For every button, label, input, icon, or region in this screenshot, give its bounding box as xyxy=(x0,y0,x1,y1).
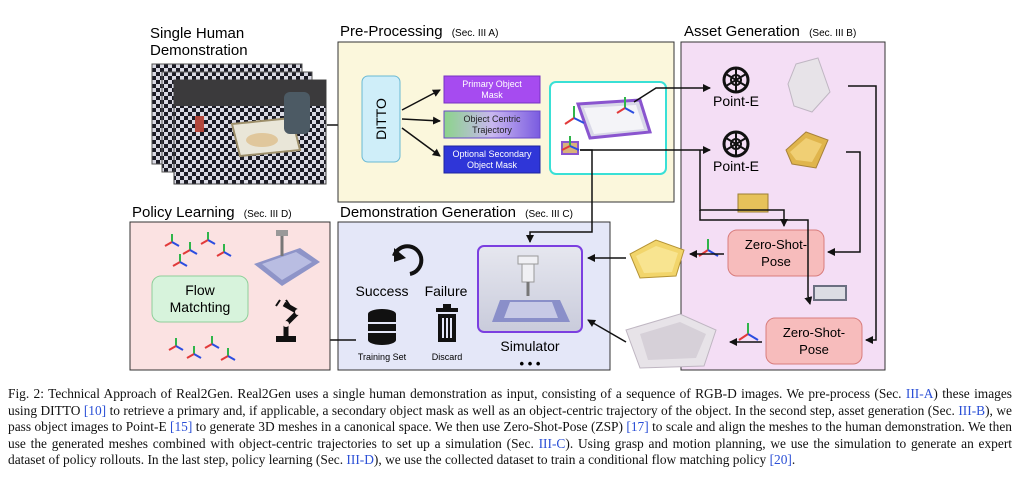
svg-text:Asset Generation (Sec. I: Asset Generation (Sec. III B) xyxy=(684,23,856,40)
point-cloud-image xyxy=(254,230,320,286)
input-demonstration: Single Human Demonstration xyxy=(150,25,327,185)
flow-line-1: Flow xyxy=(185,282,215,298)
object-centric-trajectory-box: Object Centric Trajectory xyxy=(443,110,541,139)
caption-link-sec-iii-b[interactable]: III-B xyxy=(958,402,986,418)
pose-1-line-2: Pose xyxy=(761,254,791,269)
simulator-view xyxy=(477,245,583,333)
failure-label: Failure xyxy=(425,283,468,299)
trajectory-line-2: Trajectory xyxy=(472,125,512,135)
generated-mesh-tray xyxy=(787,57,831,113)
asset-section: (Sec. III B) xyxy=(809,28,856,39)
flow-matching-box: Flow Matchting xyxy=(151,275,249,323)
training-set-label: Training Set xyxy=(358,352,407,362)
caption-text-5: to generate 3D meshes in a canonical spa… xyxy=(192,419,623,435)
secondary-object-mask-box: Optional Secondary Object Mask xyxy=(443,145,541,174)
pose-axes-icon-2 xyxy=(738,323,759,341)
primary-mask-line-2: Mask xyxy=(481,90,503,100)
demo-title: Demonstration Generation xyxy=(340,204,516,221)
zero-shot-pose-box-2: Zero-Shot- Pose xyxy=(765,317,863,365)
figure-caption: Fig. 2: Technical Approach of Real2Gen. … xyxy=(8,386,1012,469)
openai-logo-icon xyxy=(722,66,750,94)
caption-text-4: ), we pass object images to Point-E xyxy=(8,402,1012,435)
caption-text-8: ), we use the collected dataset to train… xyxy=(373,452,770,468)
pose-axes-cluster-icon xyxy=(164,232,232,267)
preprocessing-section: (Sec. III A) xyxy=(452,28,499,39)
policy-section: (Sec. III D) xyxy=(244,209,292,220)
trajectory-line-1: Object Centric xyxy=(463,114,521,124)
tray-input-image xyxy=(813,285,847,301)
pose-axes-icon xyxy=(698,239,719,257)
caption-link-sec-iii-c[interactable]: III-C xyxy=(538,435,566,451)
zero-shot-pose-box-1: Zero-Shot- Pose xyxy=(727,229,825,277)
svg-text:Policy Learning (Sec. II: Policy Learning (Sec. III D) xyxy=(132,204,292,221)
svg-text:Demonstration Generation: Demonstration Generation (Sec. III C) xyxy=(340,204,573,221)
preprocessing-output-visual xyxy=(549,81,667,175)
secondary-mask-line-2: Object Mask xyxy=(467,160,518,170)
aligned-sponge-mesh xyxy=(629,239,685,279)
demonstration-generation-panel: Demonstration Generation (Sec. III C) Su… xyxy=(337,204,611,371)
point-e-label-1: Point-E xyxy=(713,93,759,109)
caption-link-ref-10[interactable]: [10] xyxy=(80,402,107,418)
robot-arm-icon xyxy=(275,299,301,342)
caption-link-sec-iii-a[interactable]: III-A xyxy=(905,386,934,401)
flow-line-2: Matchting xyxy=(170,299,231,315)
ellipsis-dots: • • • xyxy=(520,356,541,371)
caption-text-7: ). Using grasp and motion planning, we u… xyxy=(8,435,1012,468)
caption-text-1: Fig. 2: Technical Approach of Real2Gen. … xyxy=(8,386,906,401)
simulator-label: Simulator xyxy=(500,338,559,354)
trash-icon xyxy=(436,304,458,342)
asset-generation-panel: Asset Generation (Sec. III B) Point-E Po… xyxy=(580,23,886,371)
input-label-line-2: Demonstration xyxy=(150,42,248,59)
caption-text-9: . xyxy=(791,452,796,468)
caption-text-2: ) these images using DITTO xyxy=(8,386,1012,418)
success-label: Success xyxy=(356,283,409,299)
caption-link-ref-20[interactable]: [20] xyxy=(769,452,792,468)
database-icon xyxy=(368,309,396,345)
policy-learning-panel: Policy Learning (Sec. III D) Flow Matcht… xyxy=(129,204,331,371)
demo-frame-3 xyxy=(173,79,327,185)
preprocessing-title: Pre-Processing xyxy=(340,23,443,40)
sponge-input-image xyxy=(737,193,769,213)
asset-title: Asset Generation xyxy=(684,23,800,40)
caption-link-sec-iii-d[interactable]: III-D xyxy=(346,452,374,468)
caption-text-6: to scale and align the meshes to the hum… xyxy=(8,419,1012,451)
input-label-line-1: Single Human xyxy=(150,25,244,42)
caption-text-3: to retrieve a primary and, if applicable… xyxy=(106,402,959,418)
preprocessing-panel: Pre-Processing (Sec. III A) DITTO Primar… xyxy=(337,23,675,203)
pose-axes-cluster-icon-2 xyxy=(168,336,236,361)
svg-text:Pre-Processing (Sec. III: Pre-Processing (Sec. III A) xyxy=(340,23,498,40)
point-e-label-2: Point-E xyxy=(713,158,759,174)
secondary-mask-line-1: Optional Secondary xyxy=(452,149,532,159)
caption-link-ref-15[interactable]: [15] xyxy=(170,419,193,435)
ditto-box: DITTO xyxy=(361,75,401,163)
policy-title: Policy Learning xyxy=(132,204,235,221)
ditto-label: DITTO xyxy=(373,98,389,140)
pose-2-line-2: Pose xyxy=(799,342,829,357)
discard-label: Discard xyxy=(432,352,463,362)
pose-1-line-1: Zero-Shot- xyxy=(745,237,807,252)
loop-arrow-icon xyxy=(392,244,424,276)
generated-mesh-sponge xyxy=(785,131,829,169)
pose-2-line-1: Zero-Shot- xyxy=(783,325,845,340)
openai-logo-icon-2 xyxy=(722,130,750,158)
demo-section: (Sec. III C) xyxy=(525,209,573,220)
aligned-tray-mesh xyxy=(625,313,717,369)
primary-object-mask-box: Primary Object Mask xyxy=(443,75,541,104)
primary-mask-line-1: Primary Object xyxy=(462,79,522,89)
caption-link-ref-17[interactable]: [17] xyxy=(622,419,649,435)
approach-diagram: Single Human Demonstration Pre-Processin… xyxy=(129,23,886,371)
